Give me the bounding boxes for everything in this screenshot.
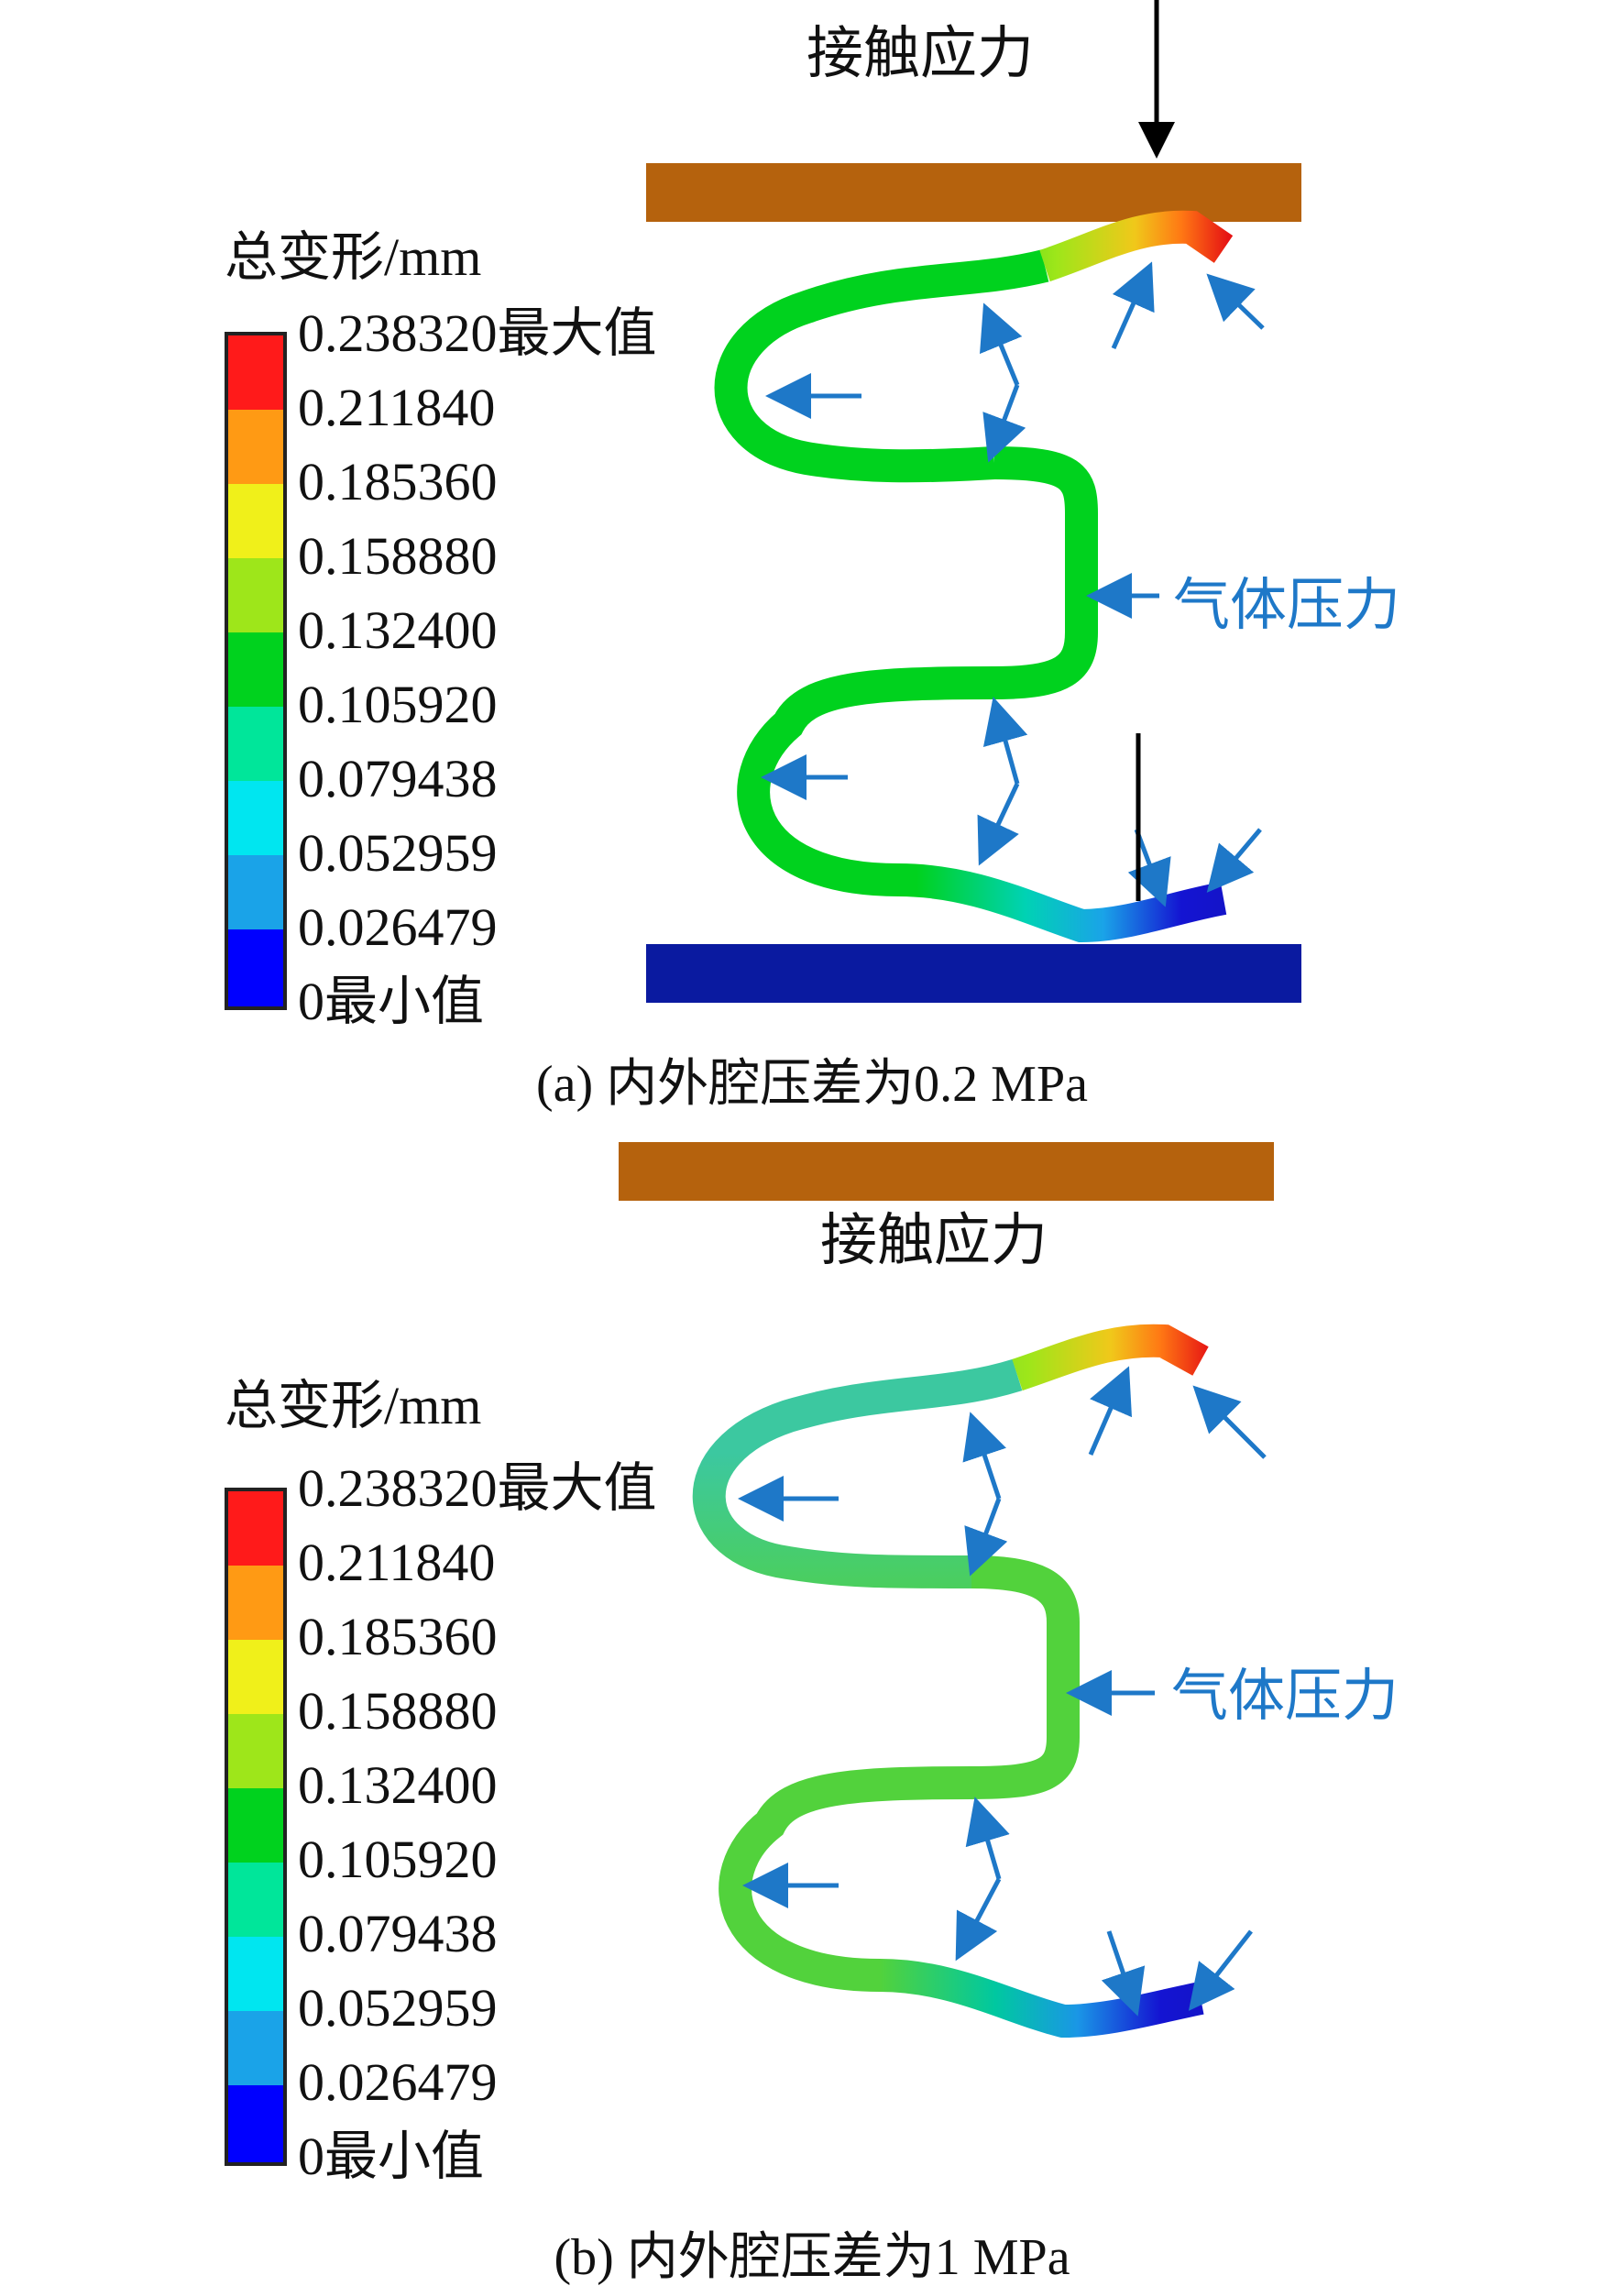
tick-label: 0.158880 xyxy=(298,1681,498,1741)
contact-stress-label: 接触应力 xyxy=(807,23,1035,85)
gas-pressure-label: 气体压力 xyxy=(1173,575,1401,637)
colorbar xyxy=(225,1488,287,2166)
bellows-diagram xyxy=(619,733,1274,2100)
colorbar-band xyxy=(228,335,283,410)
tick-label: 0.185360 xyxy=(298,452,498,511)
bellows-wall xyxy=(692,1324,1209,2039)
tick-label: 0.026479 xyxy=(298,2052,498,2112)
colorbar-band xyxy=(228,1937,283,2011)
tick-label: 0.079438 xyxy=(298,1904,498,1963)
colorbar-band xyxy=(228,558,283,632)
spacer xyxy=(619,2099,1274,2100)
colorbar-band xyxy=(228,632,283,707)
tick-label: 0.132400 xyxy=(298,1755,498,1815)
tick-label: 0.052959 xyxy=(298,823,498,883)
colorbar-band xyxy=(228,484,283,558)
bottom-plate xyxy=(646,944,1301,1003)
panel-a: 接触应力 总变形/mm 0.238320最大值 0.211840 0.18536… xyxy=(0,0,1624,1141)
caption: (a) 内外腔压差为0.2 MPa xyxy=(536,1056,1088,1113)
colorbar-band xyxy=(228,1788,283,1863)
colorbar-band xyxy=(228,929,283,1006)
gas-pressure-label: 气体压力 xyxy=(1171,1665,1399,1728)
colorbar-band xyxy=(228,1491,283,1566)
tick-label: 0.211840 xyxy=(298,1533,496,1592)
colorbar-band xyxy=(228,1714,283,1788)
colorbar-band xyxy=(228,1863,283,1937)
colorbar-band xyxy=(228,2085,283,2162)
colorbar-band xyxy=(228,2011,283,2085)
tick-label: 0.026479 xyxy=(298,897,498,957)
colorbar-band xyxy=(228,707,283,781)
contact-stress-label: 接触应力 xyxy=(820,1210,1048,1272)
panel-b: 接触应力 总变形/mm 0.238320最大值 0.211840 0.18536… xyxy=(0,733,1624,2286)
tick-label: 0.158880 xyxy=(298,526,498,586)
legend-title: 总变形/mm xyxy=(225,227,482,287)
colorbar-band xyxy=(228,410,283,484)
tick-label: 0最小值 xyxy=(298,2127,485,2186)
legend-title: 总变形/mm xyxy=(225,1376,482,1435)
top-plate xyxy=(646,163,1301,222)
colorbar-band xyxy=(228,781,283,855)
tick-label: 0.185360 xyxy=(298,1607,498,1666)
bellows-wall xyxy=(714,210,1234,943)
tick-label: 0.238320最大值 xyxy=(298,303,657,363)
tick-label: 0.211840 xyxy=(298,378,496,437)
tick-label: 0.052959 xyxy=(298,1978,498,2038)
tick-label: 0.105920 xyxy=(298,1830,498,1889)
colorbar-band xyxy=(228,855,283,929)
tick-label: 0.079438 xyxy=(298,749,498,808)
tick-label: 0.238320最大值 xyxy=(298,1458,657,1518)
colorbar xyxy=(225,332,287,1010)
gas-pressure-arrows xyxy=(738,1366,1267,2017)
colorbar-band xyxy=(228,1640,283,1714)
tick-label: 0.132400 xyxy=(298,600,498,660)
caption: (b) 内外腔压差为1 MPa xyxy=(554,2229,1070,2286)
gas-pressure-arrows xyxy=(761,261,1265,907)
tick-label: 0最小值 xyxy=(298,972,485,1031)
colorbar-band xyxy=(228,1566,283,1640)
tick-label: 0.105920 xyxy=(298,675,498,734)
top-plate xyxy=(619,1142,1274,1201)
bellows-diagram xyxy=(646,0,1301,1003)
